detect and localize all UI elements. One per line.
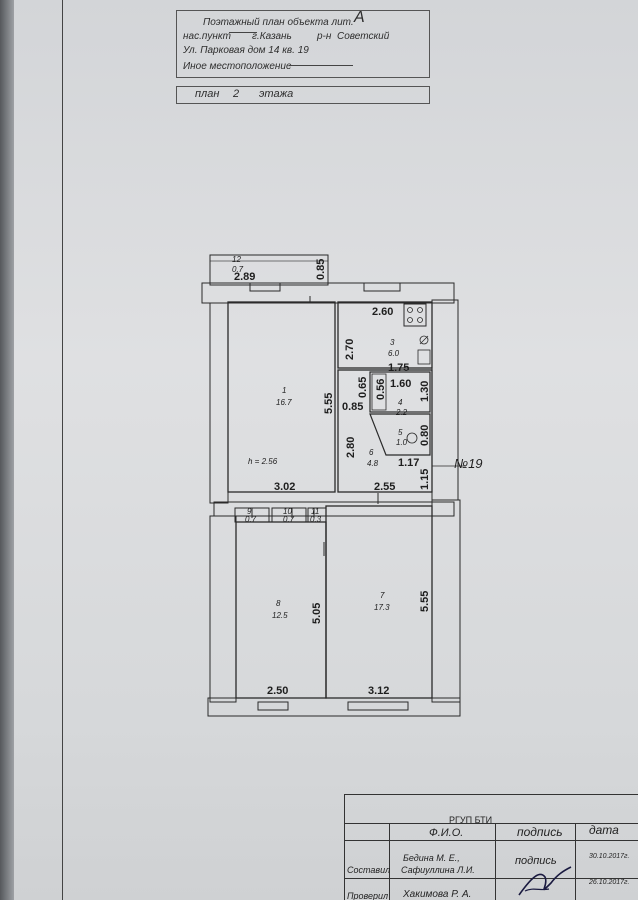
plan-title-frame: план 2 этажа [176, 86, 430, 104]
stamp-person1b: Сафиуллина Л.И. [401, 865, 475, 875]
table-divider [345, 823, 638, 824]
room-area-4: 2.2 [395, 408, 408, 417]
room-num-5: 5 [398, 428, 403, 437]
header-line1: Поэтажный план объекта лит. [203, 17, 354, 28]
room-area-8: 12.5 [272, 611, 288, 620]
dim-2.70: 2.70 [344, 339, 356, 360]
dim-2.55: 2.55 [374, 481, 395, 493]
stamp-date1: 30.10.2017г. [589, 853, 630, 860]
dim-2.60: 2.60 [372, 306, 393, 318]
room-area-5: 1.0 [396, 438, 408, 447]
ceiling-height: h = 2.56 [248, 457, 278, 466]
document-sheet: Поэтажный план объекта лит. А нас.пункт … [14, 0, 638, 900]
stamp-role1: Составил [347, 865, 391, 875]
room-area-1: 16.7 [276, 398, 292, 407]
header-other-location: Иное местоположение [183, 61, 292, 72]
room-area-12: 0.7 [232, 265, 244, 274]
stamp-table: РГУП БТИ Ф.И.О. подпись дата Составил Бе… [344, 794, 638, 900]
floor-plan: 12 0.7 1 16.7 3 6.0 4 2.2 5 1.0 6 4.8 9 … [201, 254, 483, 717]
stamp-date2: 26.10.2017г. [589, 879, 630, 886]
dim-0.80: 0.80 [419, 425, 431, 446]
stamp-col-sign: подпись [517, 825, 563, 839]
room-area-9: 0.7 [245, 515, 257, 524]
header-locality-prefix: нас.пункт [183, 31, 232, 42]
apartment-number: №19 [454, 456, 483, 471]
dim-1.30: 1.30 [419, 381, 431, 402]
dim-1.15: 1.15 [419, 469, 431, 490]
header-city: г.Казань [252, 31, 292, 42]
room-num-7: 7 [380, 591, 385, 600]
room-num-3: 3 [390, 338, 395, 347]
room-area-11: 0.3 [310, 515, 322, 524]
plan-floor-number: 2 [233, 88, 240, 100]
room-num-11: 11 [311, 507, 319, 516]
dim-2.50: 2.50 [267, 685, 288, 697]
room-num-1: 1 [282, 386, 286, 395]
margin-line [62, 0, 63, 900]
table-divider [345, 840, 638, 841]
dim-2.89: 2.89 [234, 271, 255, 283]
stamp-role2: Проверил [347, 891, 389, 900]
dim-5.05: 5.05 [311, 603, 323, 624]
dim-1.17: 1.17 [398, 457, 419, 469]
header-district: Советский [337, 31, 390, 42]
dim-0.85-top: 0.85 [315, 259, 327, 280]
table-divider [575, 823, 576, 900]
dim-5.55-left: 5.55 [323, 393, 335, 414]
room-area-10: 0.7 [283, 515, 295, 524]
stamp-col-date: дата [589, 823, 619, 837]
room-num-8: 8 [276, 599, 281, 608]
dim-3.12: 3.12 [368, 685, 389, 697]
dim-5.55-right: 5.55 [419, 591, 431, 612]
room-num-9: 9 [247, 507, 252, 516]
dim-1.60: 1.60 [390, 378, 411, 390]
stamp-org: РГУП БТИ [449, 815, 493, 825]
dim-0.85-mid: 0.85 [342, 401, 363, 413]
stamp-person1a: Бедина М. Е., [403, 853, 460, 863]
table-divider [389, 823, 390, 900]
stamp-sign1: подпись [515, 855, 557, 867]
header-address: Ул. Парковая дом 14 кв. 19 [183, 45, 309, 56]
plan-label: план [195, 88, 220, 100]
stamp-person2: Хакимова Р. А. [403, 889, 472, 900]
stamp-col-name: Ф.И.О. [429, 827, 464, 839]
room-area-7: 17.3 [374, 603, 390, 612]
header-frame: Поэтажный план объекта лит. А нас.пункт … [176, 9, 430, 78]
signature-scribble [518, 866, 572, 896]
table-divider [495, 823, 496, 900]
dim-1.75: 1.75 [388, 362, 409, 374]
room-num-12: 12 [232, 255, 241, 264]
dim-3.02: 3.02 [274, 481, 295, 493]
dim-2.80: 2.80 [345, 437, 357, 458]
dim-0.65: 0.65 [357, 377, 369, 398]
plan-floor-word: этажа [259, 88, 294, 100]
header-district-prefix: р-н [317, 31, 332, 42]
room-area-6: 4.8 [367, 459, 379, 468]
room-num-10: 10 [283, 507, 292, 516]
header-letter: А [354, 9, 365, 26]
table-divider [345, 878, 638, 879]
room-num-4: 4 [398, 398, 403, 407]
room-num-6: 6 [369, 448, 374, 457]
blank-underline [289, 65, 353, 66]
blank-underline [229, 32, 257, 33]
room-area-3: 6.0 [388, 349, 400, 358]
dim-0.56: 0.56 [375, 379, 387, 400]
